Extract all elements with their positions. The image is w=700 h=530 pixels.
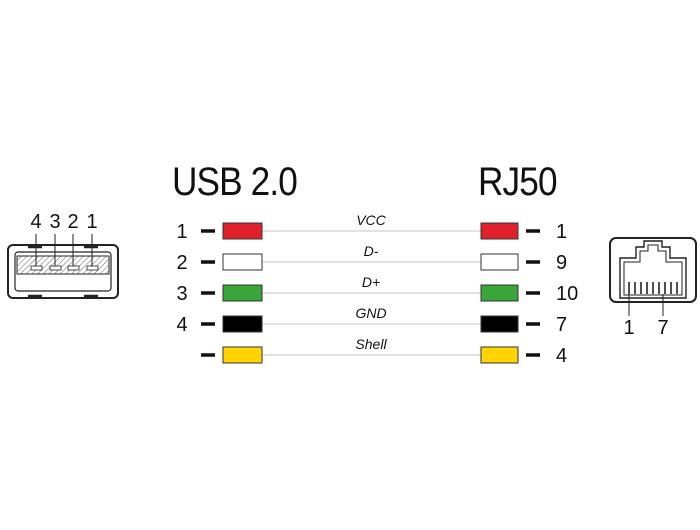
signal-label: Shell — [355, 336, 387, 352]
left-wire-color — [222, 315, 263, 333]
wire-row: 4 7 GND — [176, 305, 567, 336]
wire-row: 3 10 D+ — [176, 274, 578, 305]
left-pin-number: 4 — [176, 314, 187, 336]
wire-row: 2 9 D- — [176, 243, 567, 274]
usb-a-connector: 4 3 2 1 — [7, 211, 119, 299]
right-pin-number: 7 — [556, 314, 567, 336]
rj50-contacts — [628, 282, 678, 294]
usb-header: USB 2.0 — [172, 160, 298, 204]
left-pin-number: 2 — [176, 252, 187, 274]
right-wire-color — [480, 284, 519, 302]
usb-pin-label: 1 — [86, 211, 97, 233]
rj50-connector: 1 7 — [609, 237, 697, 339]
wire-row: 1 1 VCC — [176, 212, 567, 243]
usb-pin-contacts — [30, 265, 99, 271]
left-wire-color — [222, 222, 263, 240]
usb-pin-label: 3 — [49, 211, 60, 233]
left-pin-number: 3 — [176, 283, 187, 305]
right-pin-number: 1 — [556, 221, 567, 243]
right-pin-number: 4 — [556, 345, 567, 367]
left-wire-color — [222, 284, 263, 302]
right-pin-number: 10 — [556, 283, 578, 305]
wire-row: 4 Shell — [201, 336, 567, 367]
right-wire-color — [480, 222, 519, 240]
right-pin-number: 9 — [556, 252, 567, 274]
left-wire-color — [222, 346, 263, 364]
signal-label: D- — [364, 243, 379, 259]
right-wire-color — [480, 315, 519, 333]
right-wire-color — [480, 253, 519, 271]
right-wire-color — [480, 346, 519, 364]
rj50-pin-label: 1 — [623, 317, 634, 339]
usb-pin-label: 4 — [30, 211, 41, 233]
usb-pin-label: 2 — [67, 211, 78, 233]
left-wire-color — [222, 253, 263, 271]
rj50-pin-label: 7 — [657, 317, 668, 339]
signal-label: D+ — [362, 274, 380, 290]
rj50-header: RJ50 — [478, 160, 558, 204]
left-pin-number: 1 — [176, 221, 187, 243]
signal-label: VCC — [356, 212, 386, 228]
signal-label: GND — [355, 305, 386, 321]
